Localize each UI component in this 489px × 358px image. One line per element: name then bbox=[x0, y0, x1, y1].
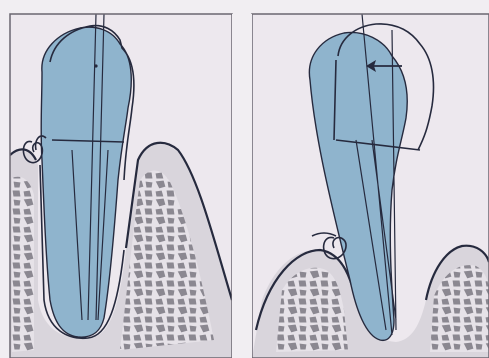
marker-dot-left bbox=[94, 64, 97, 67]
panel-divider bbox=[232, 14, 252, 358]
bone-trabecular-left-a bbox=[12, 177, 34, 352]
panel-left bbox=[10, 14, 232, 358]
panel-right bbox=[252, 14, 489, 358]
